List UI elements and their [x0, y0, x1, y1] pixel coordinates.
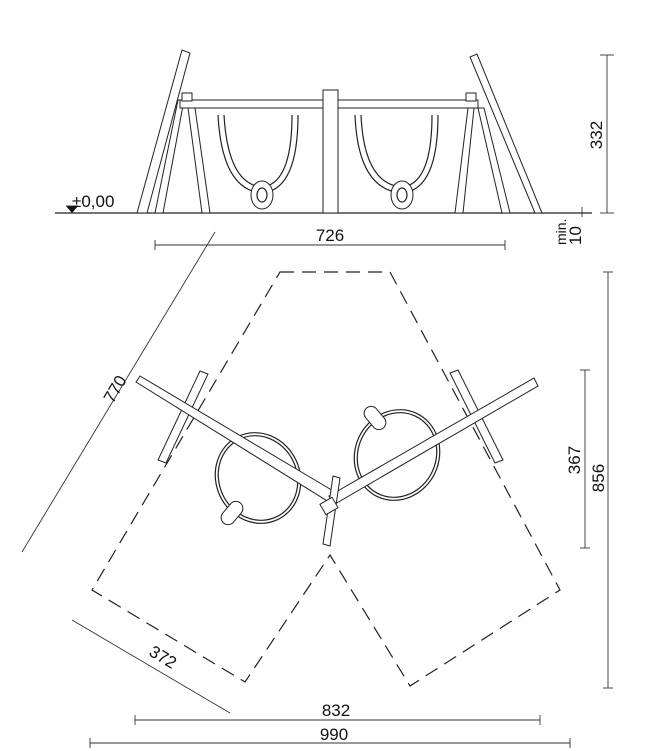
level-label: ±0,00 [72, 192, 114, 211]
elevation-view: ±0,00 332 726 min. 10 [55, 49, 614, 250]
total-depth-dim: 856 [589, 464, 608, 492]
left-outer-leg [136, 49, 191, 214]
right-swing-path [353, 409, 441, 501]
left-crossbar [157, 370, 209, 464]
center-post [322, 89, 339, 214]
left-seat [220, 500, 244, 526]
right-cap [465, 92, 477, 102]
diagonal-dim: 770 [100, 372, 131, 406]
width-dim: 726 [316, 226, 344, 245]
right-seat [363, 405, 387, 431]
diagonal-dim-line [21, 231, 216, 553]
total-width-dim: 990 [320, 725, 348, 744]
clearance-label: min. [553, 219, 569, 245]
right-leg-3 [477, 107, 511, 214]
left-beam [135, 375, 336, 503]
plan-view: 770 367 856 372 832 990 [21, 231, 613, 748]
right-tyre-seat [390, 180, 414, 210]
left-cap [181, 92, 193, 102]
height-dim: 332 [587, 121, 606, 149]
inner-depth-dim: 367 [565, 446, 584, 474]
safety-zone-outline [91, 271, 561, 687]
inner-width-dim: 832 [322, 701, 350, 720]
left-leg-3 [187, 107, 211, 214]
side-dim: 372 [146, 642, 180, 673]
clearance-value: 10 [566, 226, 585, 245]
right-leg-2 [454, 107, 475, 214]
right-outer-leg [469, 53, 543, 214]
left-tyre-seat [250, 180, 274, 210]
level-marker-icon [66, 206, 78, 213]
